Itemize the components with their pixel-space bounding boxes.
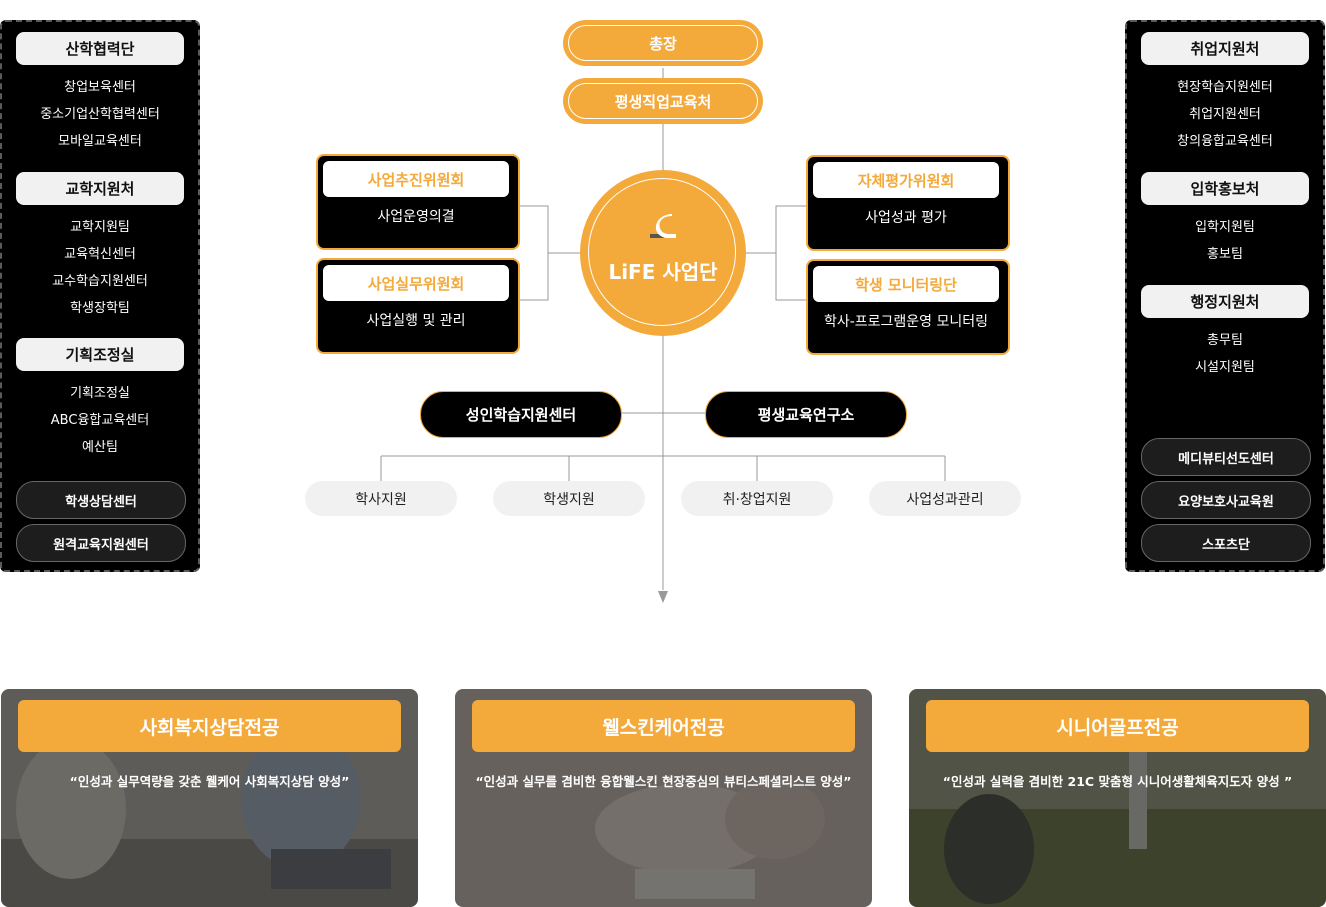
committee-desc: 사업운영의결 [377, 209, 455, 225]
group-head: 입학홍보처 [1141, 172, 1309, 205]
committee-title: 자체평가위원회 [813, 162, 999, 198]
hub-label: LiFE 사업단 [608, 260, 718, 284]
unit-item: 학생장학팀 [70, 301, 130, 316]
center-pill: 학생상담센터 [16, 481, 186, 519]
unit-item: 중소기업산학협력센터 [40, 107, 160, 122]
major-card: 웰스킨케어전공 “인성과 실무를 겸비한 융합웰스킨 현장중심의 뷰티스페셜리스… [455, 689, 872, 907]
committee-title: 사업추진위원회 [323, 161, 509, 197]
center-pill: 메디뷰티선도센터 [1141, 438, 1311, 476]
unit-item: ABC융합교육센터 [50, 413, 150, 428]
group-head: 기획조정실 [16, 338, 184, 371]
right-org-panel: 취업지원처 현장학습지원센터 취업지원센터 창의융합교육센터 입학홍보처 입학지… [1125, 20, 1325, 572]
support-item: 사업성과관리 [869, 481, 1021, 516]
committee-desc: 사업성과 평가 [865, 210, 947, 226]
unit-item: 입학지원팀 [1195, 220, 1255, 235]
center-pill: 스포츠단 [1141, 524, 1311, 562]
life-logo-icon [650, 214, 676, 238]
center-pill: 원격교육지원센터 [16, 524, 186, 562]
unit-item: 교육혁신센터 [64, 247, 136, 262]
unit-item: 취업지원센터 [1189, 107, 1261, 122]
major-card: 사회복지상담전공 “인성과 실무역량을 갖춘 웰케어 사회복지상담 양성” [1, 689, 418, 907]
group-head: 교학지원처 [16, 172, 184, 205]
support-item: 취·창업지원 [681, 481, 833, 516]
major-title: 사회복지상담전공 [18, 700, 401, 752]
committee-box: 사업추진위원회 사업운영의결 [316, 154, 520, 250]
unit-item: 교수학습지원센터 [52, 274, 148, 289]
committee-box: 학생 모니터링단 학사-프로그램운영 모니터링 [806, 259, 1010, 355]
down-arrow-icon [658, 591, 668, 603]
committee-box: 자체평가위원회 사업성과 평가 [806, 155, 1010, 251]
major-quote: “인성과 실무를 겸비한 융합웰스킨 현장중심의 뷰티스페셜리스트 양성” [475, 774, 852, 789]
lifelong-office-label: 평생직업교육처 [568, 83, 758, 119]
unit-item: 모바일교육센터 [58, 134, 142, 149]
group-head: 취업지원처 [1141, 32, 1309, 65]
adult-learning-center: 성인학습지원센터 [420, 391, 622, 438]
hub-ring [588, 178, 736, 326]
support-item: 학사지원 [305, 481, 457, 516]
unit-item: 교학지원팀 [70, 220, 130, 235]
unit-item: 홍보팀 [1207, 247, 1243, 262]
unit-item: 총무팀 [1207, 333, 1243, 348]
life-hub: LiFE 사업단 [580, 170, 746, 336]
group-head: 행정지원처 [1141, 285, 1309, 318]
major-title: 시니어골프전공 [926, 700, 1309, 752]
president-node: 총장 [563, 20, 763, 66]
committee-desc: 사업실행 및 관리 [366, 313, 466, 329]
major-title: 웰스킨케어전공 [472, 700, 855, 752]
president-label: 총장 [568, 25, 758, 61]
left-org-panel: 산학협력단 창업보육센터 중소기업산학협력센터 모바일교육센터 교학지원처 교학… [0, 20, 200, 572]
group-head: 산학협력단 [16, 32, 184, 65]
committee-title: 사업실무위원회 [323, 265, 509, 301]
unit-item: 예산팀 [82, 440, 118, 455]
center-pill: 요양보호사교육원 [1141, 481, 1311, 519]
unit-item: 창업보육센터 [64, 80, 136, 95]
major-quote: “인성과 실력을 겸비한 21C 맞춤형 시니어생활체육지도자 양성 ” [942, 774, 1293, 789]
committee-desc: 학사-프로그램운영 모니터링 [823, 314, 989, 330]
committee-box: 사업실무위원회 사업실행 및 관리 [316, 258, 520, 354]
unit-item: 창의융합교육센터 [1177, 134, 1273, 149]
unit-item: 기획조정실 [70, 386, 130, 401]
major-quote: “인성과 실무역량을 갖춘 웰케어 사회복지상담 양성” [69, 774, 350, 789]
support-item: 학생지원 [493, 481, 645, 516]
lifelong-office-node: 평생직업교육처 [563, 78, 763, 124]
major-card: 시니어골프전공 “인성과 실력을 겸비한 21C 맞춤형 시니어생활체육지도자 … [909, 689, 1326, 907]
unit-item: 시설지원팀 [1195, 360, 1255, 375]
lifelong-research-institute: 평생교육연구소 [705, 391, 907, 438]
committee-title: 학생 모니터링단 [813, 266, 999, 302]
unit-item: 현장학습지원센터 [1177, 80, 1273, 95]
